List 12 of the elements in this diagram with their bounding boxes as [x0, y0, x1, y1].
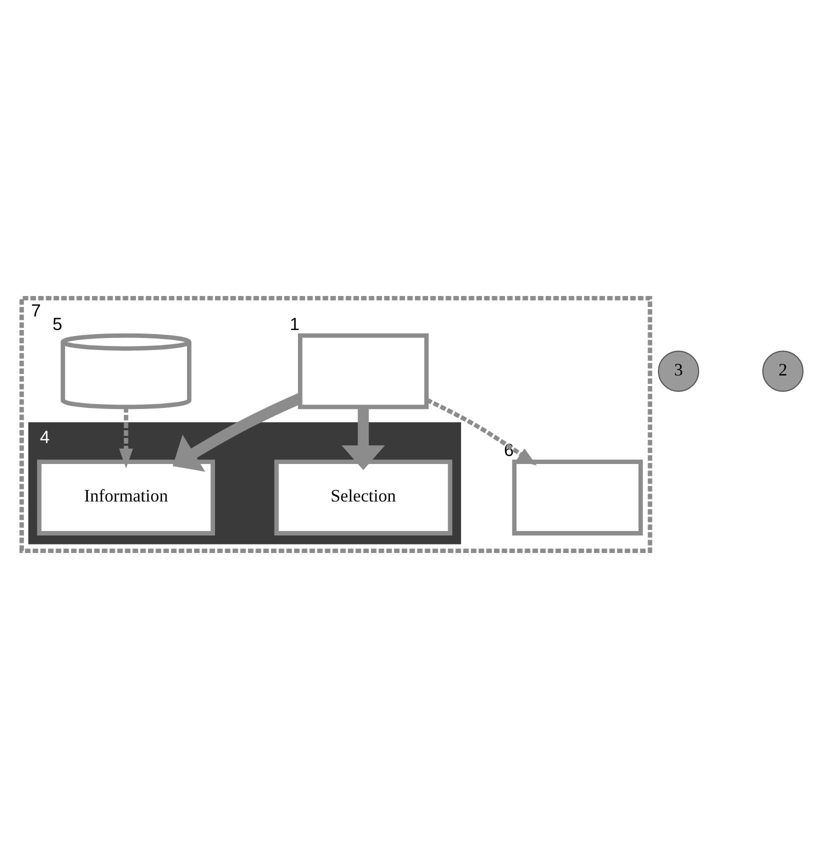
arrow [342, 406, 386, 470]
label: 3 [674, 358, 683, 379]
arrow [426, 397, 537, 466]
node-label: 1 [290, 313, 300, 334]
node-box: Selection [274, 459, 452, 535]
arrow [119, 406, 133, 468]
label: 2 [778, 358, 788, 379]
arrow [172, 392, 302, 472]
node-label: 5 [52, 313, 62, 334]
node-box [512, 459, 643, 535]
node-box [298, 332, 429, 409]
node-box: Information [37, 459, 216, 535]
